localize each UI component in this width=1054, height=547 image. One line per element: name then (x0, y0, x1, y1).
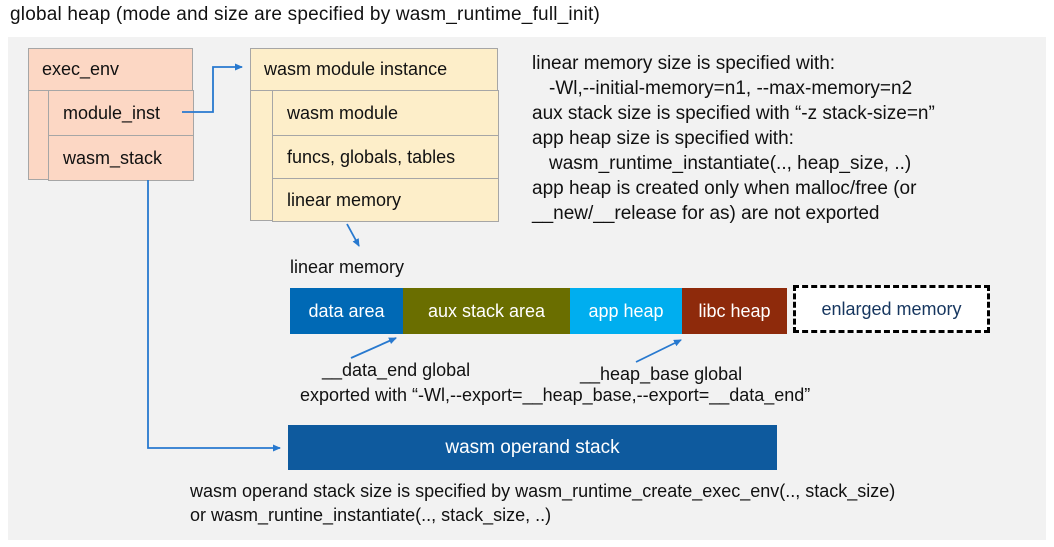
module-instance-header: wasm module instance (251, 49, 497, 91)
note-line: app heap is created only when malloc/fre… (532, 178, 917, 199)
note-line: -Wl,--initial-memory=n1, --max-memory=n2 (549, 78, 913, 99)
exec-env-row-module-inst: module_inst (48, 90, 194, 136)
operand-stack-notes: wasm operand stack size is specified by … (190, 479, 895, 527)
segment-data-area: data area (290, 288, 403, 334)
note-line: or wasm_runtine_instantiate(.., stack_si… (190, 505, 552, 525)
exec-env-header: exec_env (29, 49, 192, 91)
data-end-global-label: __data_end global (322, 360, 471, 380)
note-line: __new/__release for as) are not exported (532, 203, 880, 224)
instance-row-wasm-module: wasm module (272, 90, 499, 136)
wasm-operand-stack-bar: wasm operand stack (288, 425, 777, 470)
segment-aux-stack-area: aux stack area (403, 288, 570, 334)
note-line: aux stack size is specified with “-z sta… (532, 103, 935, 124)
enlarged-memory-box: enlarged memory (793, 285, 990, 333)
linear-memory-label: linear memory (290, 257, 405, 277)
note-line: wasm_runtime_instantiate(.., heap_size, … (549, 153, 912, 174)
note-line: app heap size is specified with: (532, 128, 794, 149)
memory-size-notes: linear memory size is specified with: -W… (532, 51, 935, 226)
instance-row-linear-memory: linear memory (272, 178, 499, 222)
segment-libc-heap: libc heap (682, 288, 787, 334)
exec-env-row-wasm-stack: wasm_stack (48, 135, 194, 181)
segment-app-heap: app heap (570, 288, 682, 334)
module-instance-box: wasm module instance wasm module funcs, … (250, 48, 499, 222)
linear-memory-bar: data area aux stack area app heap libc h… (290, 288, 787, 334)
note-line: linear memory size is specified with: (532, 53, 836, 74)
exported-with-label: exported with “-Wl,--export=__heap_base,… (300, 385, 811, 405)
diagram-title: global heap (mode and size are specified… (10, 4, 601, 25)
instance-row-funcs-globals-tables: funcs, globals, tables (272, 135, 499, 179)
heap-base-global-label: __heap_base global (580, 364, 743, 384)
note-line: wasm operand stack size is specified by … (190, 481, 896, 501)
exec-env-box: exec_env module_inst wasm_stack (28, 48, 194, 181)
